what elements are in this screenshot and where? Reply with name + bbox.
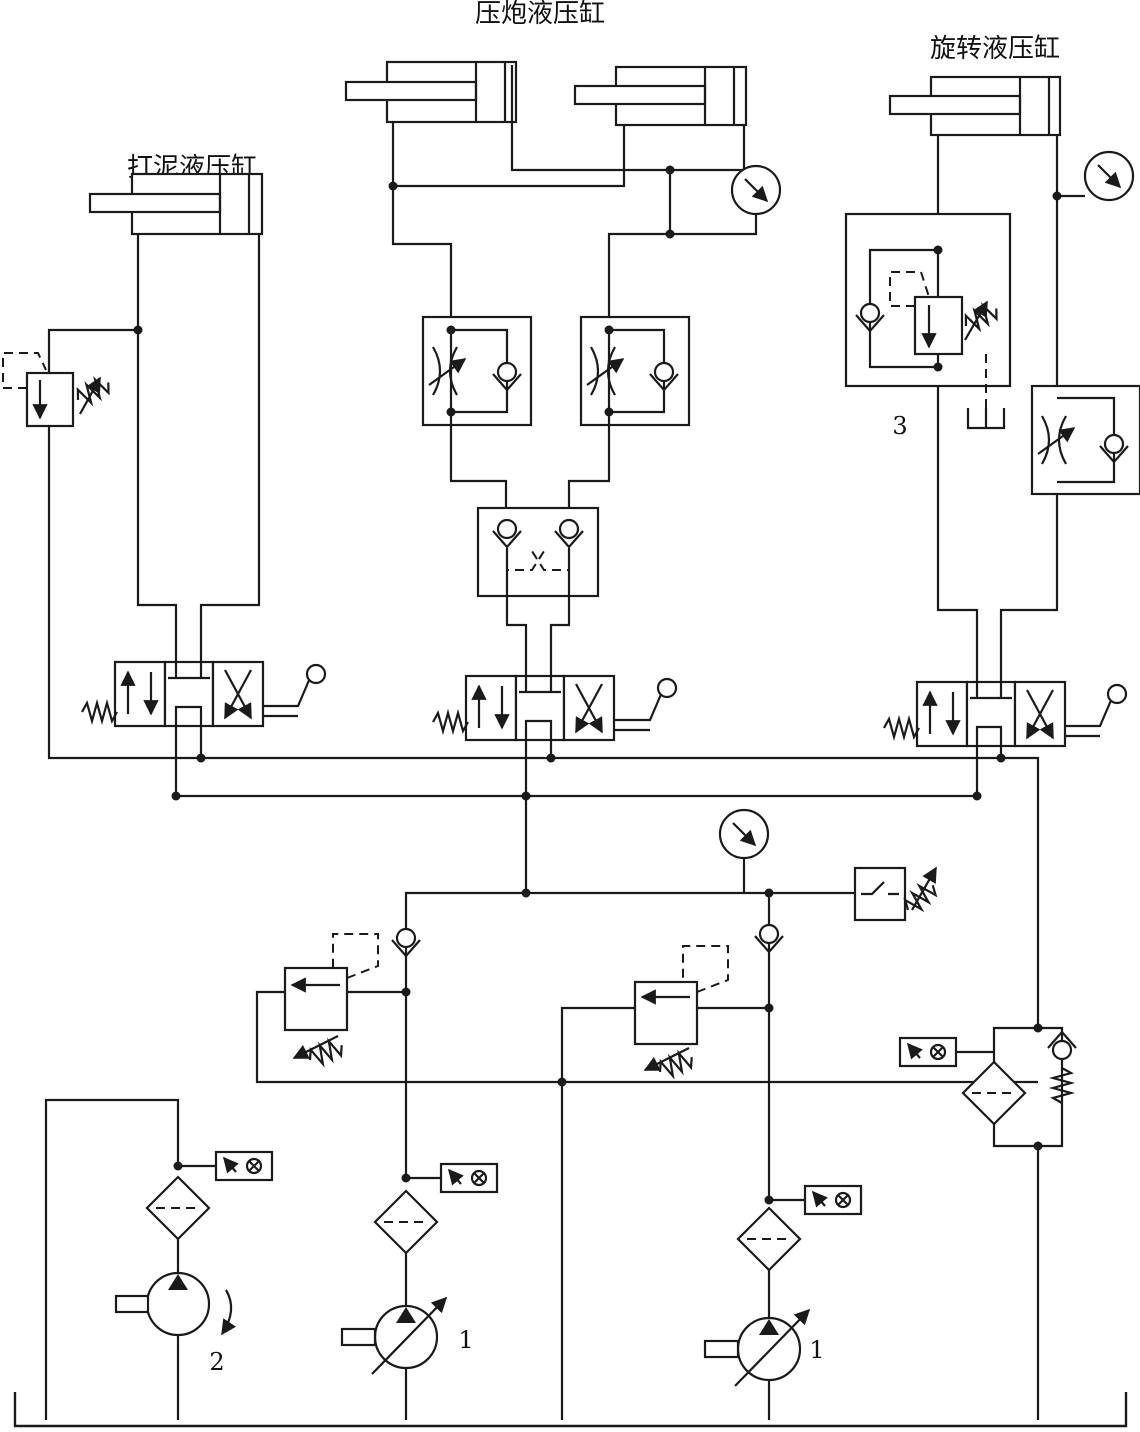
pump-fixed-2 [44, 1098, 272, 1420]
directional-valve-mud [80, 660, 327, 728]
throttle-check-valve-press-left [421, 315, 533, 427]
pump-variable-1-right [703, 1186, 861, 1420]
throttle-check-valve-press-right [579, 315, 691, 427]
pressure-line [171, 726, 982, 1200]
pressure-gauge-rotate [1085, 152, 1133, 200]
relief-valve-mud [2, 352, 114, 428]
directional-valve-press [431, 674, 678, 742]
return-line [196, 726, 1006, 763]
label-press-cylinder: 压炮液压缸 [475, 0, 605, 29]
rotate-cylinder [888, 75, 1062, 137]
throttle-check-valve-rotate [1030, 384, 1140, 496]
label-1-right: 1 [809, 1336, 824, 1364]
press-cylinder-left [344, 60, 518, 124]
label-2: 2 [209, 1348, 224, 1376]
pressure-gauge-main [720, 810, 768, 858]
press-cylinder-right [573, 65, 748, 127]
press-cylinder-lines [388, 65, 758, 330]
pump-variable-1-left [340, 1164, 497, 1420]
mud-cylinder [88, 172, 264, 236]
mud-cylinder-lines [47, 234, 1040, 1028]
label-3: 3 [892, 412, 907, 440]
hydraulic-lock [476, 506, 600, 680]
relief-valve-pump-right [560, 945, 774, 1420]
oil-tank [13, 1392, 1128, 1428]
label-1-left: 1 [458, 1326, 473, 1354]
pressure-switch [853, 866, 941, 922]
label-rotate-cylinder: 旋转液压缸 [930, 34, 1060, 64]
relief-valve-pump-left [255, 933, 1038, 1087]
pressure-gauge-press [732, 166, 780, 214]
return-filter-bypass [900, 1023, 1078, 1420]
directional-valve-rotate [882, 680, 1128, 748]
counterbalance-valve-3 [844, 212, 1012, 430]
